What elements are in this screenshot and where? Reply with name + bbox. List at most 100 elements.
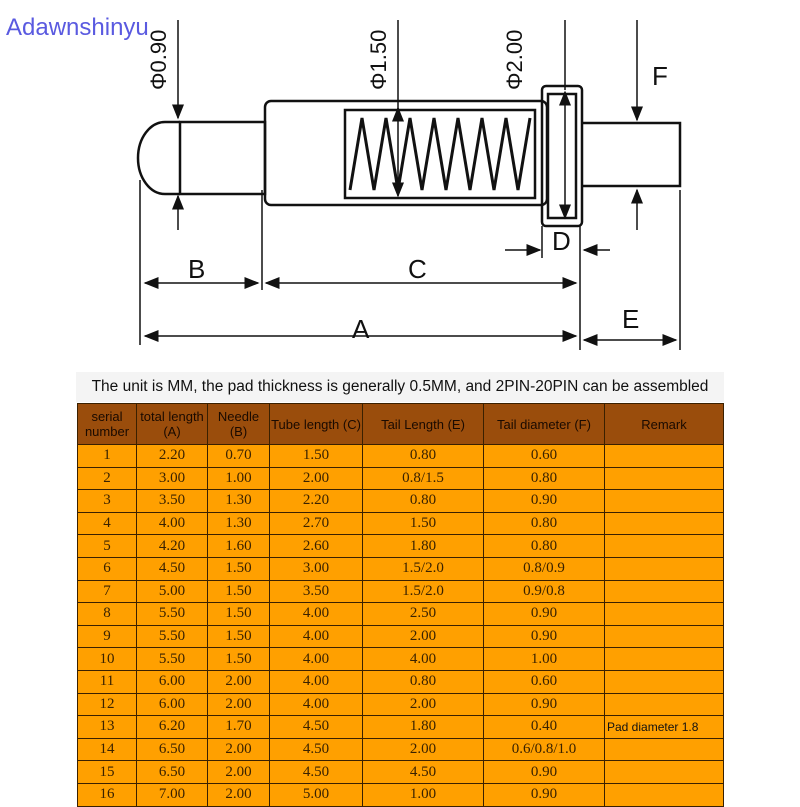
table-cell: [604, 782, 724, 807]
table-cell: 15: [77, 760, 137, 784]
label-e: E: [622, 304, 639, 334]
table-cell: [604, 760, 724, 784]
table-cell: 6: [77, 556, 137, 581]
table-cell: 6.00: [136, 692, 208, 717]
table-cell: 5.50: [136, 602, 208, 626]
table-cell: 3.00: [136, 466, 208, 491]
table-cell: 4.00: [269, 624, 363, 649]
table-cell: 0.80: [362, 489, 484, 513]
table-cell: [604, 669, 724, 694]
table-cell: 13: [77, 715, 137, 739]
table-cell: 0.8/1.5: [362, 466, 484, 491]
label-c: C: [408, 254, 427, 284]
table-cell: 3.00: [269, 556, 363, 581]
table-cell: 0.80: [483, 534, 605, 558]
table-cell: 0.70: [207, 444, 270, 468]
table-cell: 3: [77, 489, 137, 513]
table-cell: [604, 602, 724, 626]
table-cell: 0.6/0.8/1.0: [483, 737, 605, 762]
table-cell: 1.80: [362, 534, 484, 558]
column-header: Tube length (C): [269, 403, 363, 445]
table-cell: 2.00: [362, 624, 484, 649]
table-cell: 0.80: [362, 669, 484, 694]
needle-body: [178, 120, 267, 196]
table-cell: [604, 556, 724, 581]
table-cell: 1.70: [207, 715, 270, 739]
table-cell: 6.20: [136, 715, 208, 739]
table-cell: 4.00: [269, 669, 363, 694]
table-cell: 5.50: [136, 647, 208, 671]
table-cell: 4.50: [269, 715, 363, 739]
column-header: Tail Length (E): [362, 403, 484, 445]
table-cell: [604, 624, 724, 649]
table-cell: 5.50: [136, 624, 208, 649]
table-cell: 0.60: [483, 444, 605, 468]
table-cell: 1.50: [207, 602, 270, 626]
table-cell: 6.00: [136, 669, 208, 694]
table-cell: 4.00: [269, 692, 363, 717]
table-cell: 11: [77, 669, 137, 694]
table-cell: 2.00: [207, 760, 270, 784]
table-cell: 6.50: [136, 737, 208, 762]
column-header: Remark: [604, 403, 724, 445]
pogo-pin-diagram: Φ0.90 Φ1.50 Φ2.00 F B C D A E: [136, 20, 682, 350]
table-cell: 10: [77, 647, 137, 671]
table-cell: 0.8/0.9: [483, 556, 605, 581]
label-d: D: [552, 226, 571, 256]
table-cell: 0.40: [483, 715, 605, 739]
table-cell: 1.50: [207, 647, 270, 671]
table-cell: 4: [77, 511, 137, 536]
table-cell: 1.50: [207, 624, 270, 649]
table-cell: 14: [77, 737, 137, 762]
table-cell: [604, 489, 724, 513]
table-cell: 0.90: [483, 760, 605, 784]
table-cell: 6.50: [136, 760, 208, 784]
table-cell: [604, 692, 724, 717]
table-cell: 1.60: [207, 534, 270, 558]
table-cell: [604, 579, 724, 604]
table-cell: 2.60: [269, 534, 363, 558]
table-cell: 1: [77, 444, 137, 468]
table-cell: 1.50: [207, 579, 270, 604]
table-cell: [604, 466, 724, 491]
table-cell: 1.00: [207, 466, 270, 491]
column-header: total length (A): [136, 403, 208, 445]
caption: The unit is MM, the pad thickness is gen…: [76, 372, 724, 402]
table-cell: 2.00: [207, 737, 270, 762]
table-cell: 5.00: [269, 782, 363, 807]
watermark: Adawnshinyu: [6, 14, 149, 41]
table-cell: 0.90: [483, 624, 605, 649]
table-cell: 4.00: [362, 647, 484, 671]
table-cell: 1.00: [483, 647, 605, 671]
table-cell: 1.30: [207, 511, 270, 536]
table-cell: 0.90: [483, 692, 605, 717]
table-cell: 12: [77, 692, 137, 717]
table-cell: 2.00: [207, 669, 270, 694]
table-cell: 2.20: [269, 489, 363, 513]
table-cell: 3.50: [136, 489, 208, 513]
table-cell: [604, 444, 724, 468]
table-cell: 0.80: [362, 444, 484, 468]
table-cell: [604, 534, 724, 558]
column-header: Needle (B): [207, 403, 270, 445]
table-cell: 16: [77, 782, 137, 807]
table-cell: 0.90: [483, 602, 605, 626]
table-cell: [604, 511, 724, 536]
table-cell: 4.00: [269, 647, 363, 671]
table-cell: 4.50: [136, 556, 208, 581]
table-cell: 8: [77, 602, 137, 626]
table-cell: 0.9/0.8: [483, 579, 605, 604]
table-cell: 1.00: [362, 782, 484, 807]
